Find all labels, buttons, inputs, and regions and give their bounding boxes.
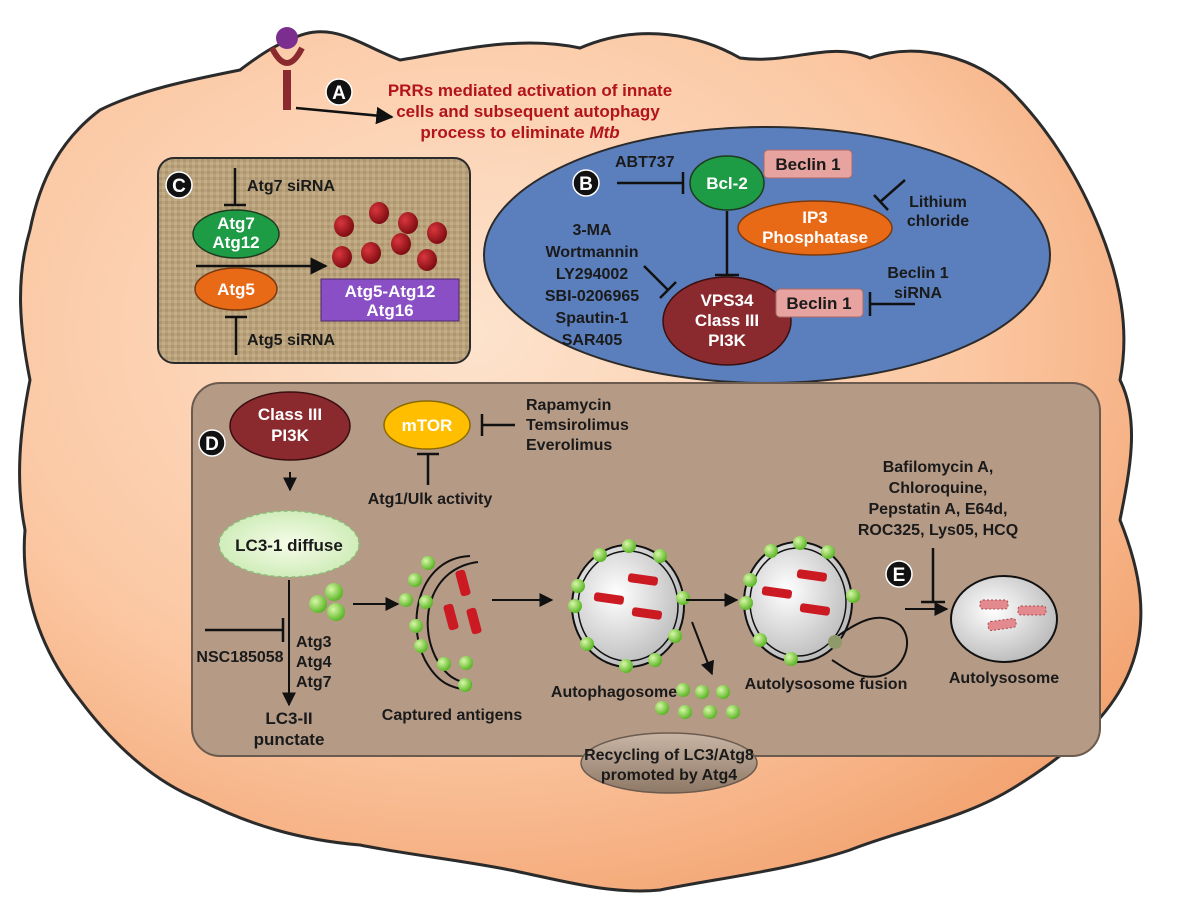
badge-e [885, 560, 913, 588]
atg7-label: Atg7 [217, 214, 255, 233]
ip3-label-line1: IP3 [802, 208, 828, 227]
atg7-sirna-label: Atg7 siRNA [247, 178, 335, 195]
lc3-bead-cluster [309, 583, 345, 621]
atg5-node [194, 267, 278, 311]
beclin1-top-label: Beclin 1 [775, 155, 840, 174]
lithium-inhibit-line [879, 179, 906, 203]
inhibitor-wortmannin: Wortmannin [545, 244, 638, 261]
nsc-label: NSC185058 [196, 649, 283, 666]
caption-a-mtb: Mtb [589, 123, 619, 142]
badge-c-letter: C [172, 176, 186, 197]
mtor-label: mTOR [402, 416, 453, 435]
atg1-label: Atg1/Ulk activity [368, 491, 493, 508]
badge-b [572, 169, 600, 197]
caption-a-line3: process to eliminate Mtb [420, 123, 619, 142]
atg12-label: Atg12 [212, 233, 259, 252]
beclin-sirna-label-line1: Beclin 1 [887, 265, 948, 282]
class3-label-line1: Class III [258, 405, 322, 424]
vps34-label-line2: Class III [695, 311, 759, 330]
recycling-label-line2: promoted by Atg4 [601, 767, 737, 784]
rapamycin-label: Rapamycin [526, 397, 611, 414]
lc3-2-label-line2: punctate [254, 730, 325, 749]
recycling-node [580, 732, 758, 794]
atg7-d-label: Atg7 [296, 674, 332, 691]
bcl2-label: Bcl-2 [706, 174, 748, 193]
badge-d [198, 429, 226, 457]
to-recycling-arrow [691, 621, 715, 676]
badge-e-letter: E [893, 565, 906, 586]
recycled-beads [655, 683, 740, 719]
inhibitor-sar405: SAR405 [562, 332, 623, 349]
prr-activation-arrow [295, 106, 394, 125]
caption-a-line1: PRRs mediated activation of innate [388, 81, 672, 100]
drug-pepstatin: Pepstatin A, E64d, [869, 501, 1008, 518]
ip3-label-line2: Phosphatase [762, 228, 868, 247]
temsirolimus-label: Temsirolimus [526, 417, 629, 434]
beclin1-bottom-box [775, 288, 864, 318]
vps34-label-line3: PI3K [708, 331, 747, 350]
mtor-node [383, 400, 471, 450]
bcl2-node [689, 155, 765, 211]
atg5-label: Atg5 [217, 280, 255, 299]
lithium-label-line1: Lithium [909, 194, 967, 211]
class3-label-line2: PI3K [271, 426, 310, 445]
badge-a-letter: A [332, 83, 346, 104]
phagophore-icon [399, 555, 482, 692]
complex-label-line2: Atg16 [366, 301, 413, 320]
vps34-inhibit-line [643, 265, 669, 291]
autophagosome-icon [568, 539, 690, 673]
prr-receptor-icon [269, 27, 305, 110]
caption-a-line2: cells and subsequent autophagy [396, 102, 660, 121]
vps34-node [662, 276, 792, 366]
inhibitor-spautin: Spautin-1 [556, 310, 629, 327]
atg4-label: Atg4 [296, 654, 332, 671]
complex-label-line1: Atg5-Atg12 [345, 282, 436, 301]
inhibitor-3ma: 3-MA [572, 222, 612, 239]
class3-pi3k-node [229, 391, 351, 461]
lc3-1-node [218, 510, 360, 578]
lc3-2-label-line1: LC3-II [265, 709, 312, 728]
abt737-label: ABT737 [615, 154, 675, 171]
drug-chloroquine: Chloroquine, [889, 480, 988, 497]
beclin1-bottom-label: Beclin 1 [786, 294, 851, 313]
atg5-sirna-label: Atg5 siRNA [247, 332, 335, 349]
autolysosome-fusion-icon [739, 536, 909, 678]
caption-a-line3-prefix: process to eliminate [420, 123, 589, 142]
beclin1-top-box [763, 149, 853, 179]
badge-b-letter: B [579, 174, 593, 195]
badge-a [325, 78, 353, 106]
recycling-label-line1: Recycling of LC3/Atg8 [584, 747, 754, 764]
lithium-label-line2: chloride [907, 213, 969, 230]
everolimus-label: Everolimus [526, 437, 612, 454]
autolysosome-label: Autolysosome [949, 670, 1059, 687]
autolysosome-icon [950, 575, 1058, 663]
atg7-atg12-node [192, 209, 280, 259]
inhibitor-sbi: SBI-0206965 [545, 288, 639, 305]
inhibitor-ly294002: LY294002 [556, 266, 628, 283]
vps34-inhibit-bar [659, 281, 677, 299]
lithium-inhibit-bar [873, 194, 889, 211]
autolysosome-fusion-label: Autolysosome fusion [745, 676, 908, 693]
atg5-atg12-atg16-complex [320, 278, 460, 322]
red-dots-cluster [332, 202, 447, 271]
badge-c [165, 171, 193, 199]
vps34-label-line1: VPS34 [701, 291, 754, 310]
badge-d-letter: D [205, 434, 219, 455]
drug-roc325: ROC325, Lys05, HCQ [858, 522, 1018, 539]
drug-bafilomycin: Bafilomycin A, [883, 459, 994, 476]
atg3-label: Atg3 [296, 634, 332, 651]
beclin-sirna-label-line2: siRNA [894, 285, 942, 302]
lc3-1-label: LC3-1 diffuse [235, 536, 343, 555]
captured-antigens-label: Captured antigens [382, 707, 523, 724]
autophagosome-label: Autophagosome [551, 684, 677, 701]
ip3-phosphatase-node [737, 200, 893, 256]
